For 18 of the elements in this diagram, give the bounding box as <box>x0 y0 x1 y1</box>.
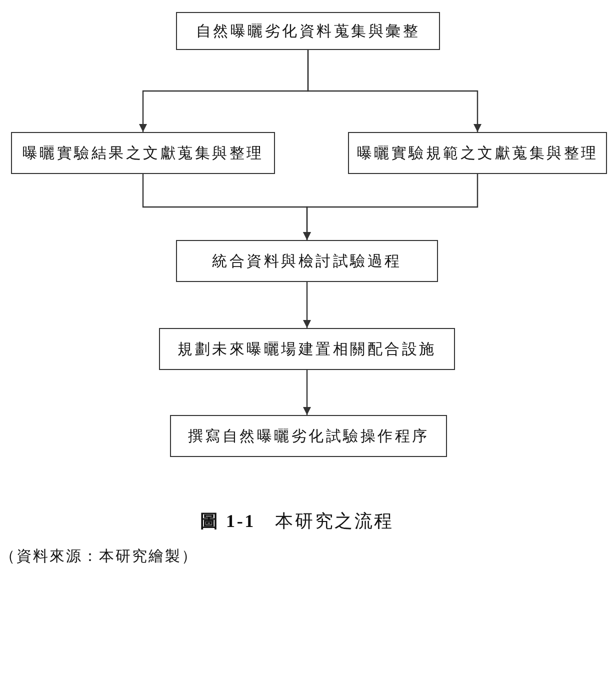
arrow <box>303 282 311 328</box>
process-box <box>159 328 455 370</box>
process-box <box>176 240 438 282</box>
process-box <box>348 132 607 174</box>
step-label: 統合資料與檢討試驗過程 <box>212 252 402 270</box>
step-label: 撰寫自然曝曬劣化試驗操作程序 <box>188 426 430 446</box>
process-box <box>170 415 447 457</box>
step-label: 規劃未來曝曬場建置相關配合設施 <box>178 340 436 358</box>
process-box <box>11 132 275 174</box>
figure-caption: 圖 1-1 本研究之流程 <box>200 510 396 533</box>
process-box <box>176 12 440 50</box>
arrow <box>303 174 478 240</box>
step-label: 自然曝曬劣化資料蒐集與彙整 <box>196 22 420 40</box>
step-label: 曝曬實驗結果之文獻蒐集與整理 <box>22 144 264 162</box>
arrow <box>307 50 482 132</box>
step-label: 曝曬實驗規範之文獻蒐集與整理 <box>356 144 598 162</box>
arrow <box>303 370 311 415</box>
source-note: （資料來源：本研究繪製） <box>0 546 198 567</box>
